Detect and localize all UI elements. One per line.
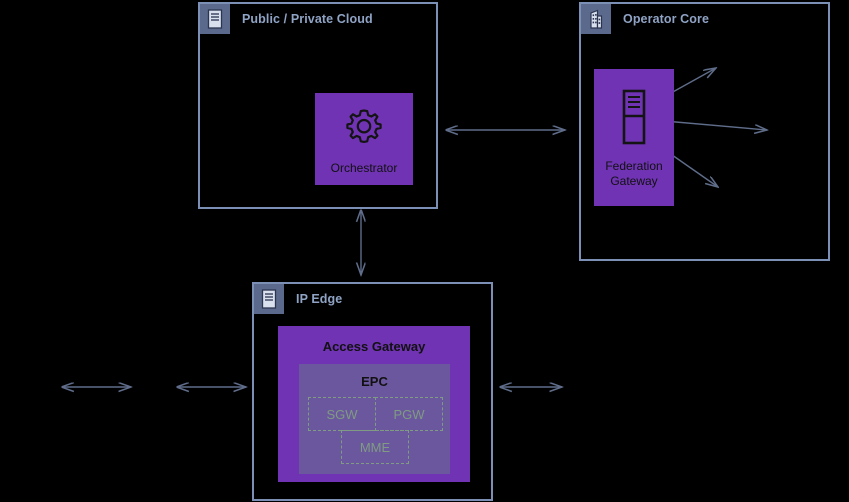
- group-public-private-cloud[interactable]: Public / Private Cloud Orchestrator: [198, 2, 438, 209]
- group-ip-edge[interactable]: IP Edge Access Gateway EPC SGW PGW MME: [252, 282, 493, 501]
- node-label-mme: MME: [359, 439, 391, 455]
- building-icon: [581, 4, 611, 34]
- node-label-federation-gateway-line1: Federation: [605, 158, 663, 173]
- group-operator-core[interactable]: Operator Core Federation Gateway: [579, 2, 830, 261]
- gear-icon: [344, 106, 384, 151]
- group-title-operator-core: Operator Core: [623, 12, 710, 26]
- node-label-federation-gateway-line2: Gateway: [610, 173, 658, 188]
- node-epc[interactable]: EPC SGW PGW MME: [299, 364, 450, 474]
- node-mme[interactable]: MME: [341, 430, 409, 464]
- group-header-ip-edge: IP Edge: [254, 284, 342, 314]
- group-title-ip-edge: IP Edge: [296, 292, 343, 306]
- server-rack-icon: [254, 284, 284, 314]
- node-title-epc: EPC: [361, 374, 388, 389]
- group-title-public-private-cloud: Public / Private Cloud: [242, 12, 373, 26]
- node-pgw[interactable]: PGW: [375, 397, 443, 431]
- group-header-operator-core: Operator Core: [581, 4, 709, 34]
- node-orchestrator[interactable]: Orchestrator: [315, 93, 413, 185]
- node-access-gateway[interactable]: Access Gateway EPC SGW PGW MME: [278, 326, 470, 482]
- node-label-sgw: SGW: [326, 406, 358, 422]
- node-sgw[interactable]: SGW: [308, 397, 376, 431]
- node-label-pgw: PGW: [393, 406, 425, 422]
- server-tower-icon: [620, 89, 648, 150]
- node-federation-gateway[interactable]: Federation Gateway: [594, 69, 674, 206]
- node-label-federation-gateway: Federation Gateway: [605, 159, 662, 189]
- node-title-access-gateway: Access Gateway: [322, 339, 426, 354]
- node-label-orchestrator: Orchestrator: [330, 161, 398, 175]
- group-header-public-private-cloud: Public / Private Cloud: [200, 4, 373, 34]
- server-rack-icon: [200, 4, 230, 34]
